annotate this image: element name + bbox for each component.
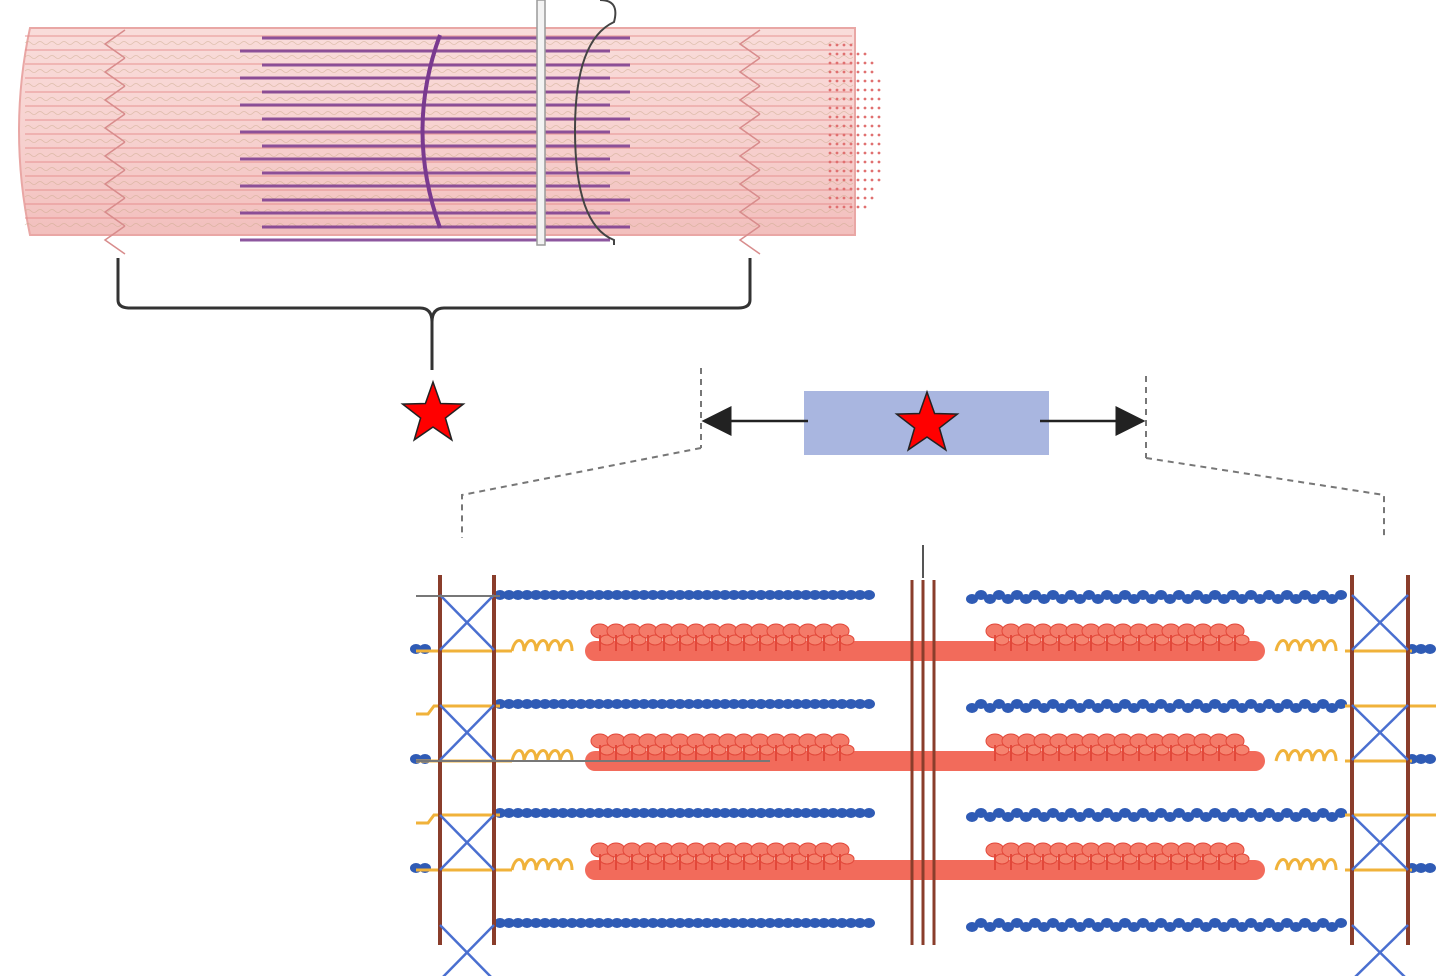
fiber-cross-section-dots (828, 43, 881, 209)
muscle-fiber-cylinder (18, 0, 881, 255)
cross-section-bracket (573, 0, 617, 245)
m-line (910, 580, 936, 945)
star-icon (400, 379, 466, 442)
titin-springs (416, 639, 1436, 872)
myofibril-curve (420, 34, 442, 229)
actin-filaments (410, 590, 1436, 932)
myofibril-purple-lines (240, 36, 630, 242)
sarcomere-detail (410, 545, 1436, 976)
zoom-guide-right (1145, 457, 1385, 538)
star-icon (894, 389, 960, 452)
fiber-brace (116, 258, 752, 370)
zoom-guide-left (461, 447, 702, 538)
myosin-filaments (585, 623, 1265, 880)
cut-plane (536, 0, 546, 246)
fiber-hex-pattern (103, 29, 761, 255)
